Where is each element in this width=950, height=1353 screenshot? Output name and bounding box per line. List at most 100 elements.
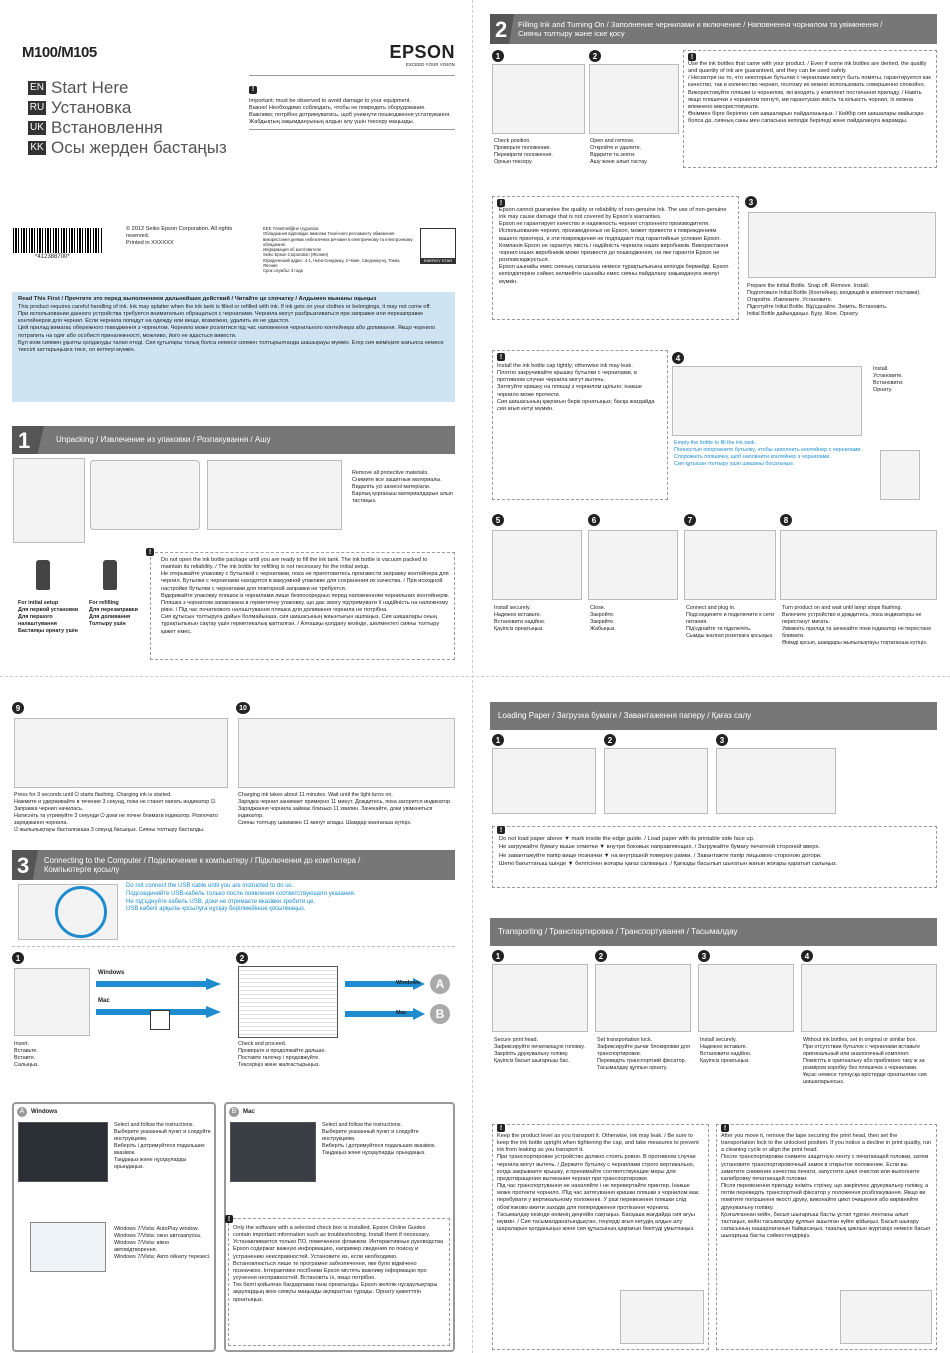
tr-step-1-illustration [492, 964, 588, 1032]
title-uk: UK Встановлення [28, 118, 227, 138]
epson-logo-text: EPSON [389, 42, 455, 62]
step-7-badge: 7 [684, 514, 696, 526]
tr-step-2-badge: 2 [595, 950, 607, 962]
lang-code: UK [28, 121, 46, 135]
step-3-illustration [748, 212, 936, 278]
section-2-badge [490, 14, 514, 44]
printer-illustration [90, 460, 200, 530]
warning-icon: ! [497, 1124, 505, 1132]
read-first-body: This product requires careful handling o… [18, 304, 444, 353]
tr-step-3-text: Install securely. Надежно вставьте. Вста… [700, 1037, 752, 1065]
tr-step-3-illustration [698, 964, 794, 1032]
installer-icon [150, 1010, 170, 1030]
epson-tagline: EXCEED YOUR VISION [405, 62, 455, 67]
mac-installer-screen [230, 1122, 316, 1182]
step-4-text: Empty the bottle to fill the ink tank. П… [674, 440, 862, 468]
step-1-badge: 1 [492, 50, 504, 62]
section-1-number: 1 [18, 428, 31, 453]
lp-step-1-badge: 1 [492, 734, 504, 746]
energy-star-logo: ENERGY STAR [420, 228, 456, 264]
barcode-number: *412388700* [35, 254, 70, 260]
section-1-note-text: Do not open the ink bottle package until… [161, 557, 450, 635]
step-7-illustration [684, 530, 776, 600]
remove-tape-illustration [207, 460, 342, 530]
step-5-illustration [492, 530, 582, 600]
license-dialog [238, 966, 338, 1038]
transporting-header: Transporting / Транспортировка / Транспо… [490, 918, 937, 946]
step-4-illustration [672, 366, 862, 436]
step-9-text: Press for 3 seconds until ⏻ starts flash… [14, 792, 218, 834]
non-genuine-note-text: Epson cannot guarantee the quality or re… [499, 207, 729, 285]
step-3-text: Prepare the Initial Bottle. Snap off. Re… [747, 283, 921, 318]
energy-star-text: ENERGY STAR [421, 258, 455, 263]
step-9-badge: 9 [12, 702, 24, 714]
transport-level-note-text: Keep the product level as you transport … [497, 1133, 699, 1233]
tr-step-1-text: Secure print head. Зафиксируйте печатающ… [494, 1037, 585, 1065]
warning-icon: ! [249, 85, 257, 94]
step-1-illustration [492, 64, 585, 134]
tr-step-1-badge: 1 [492, 950, 504, 962]
remove-tape-illustration [840, 1290, 932, 1344]
step-2-text: Open and remove. Откройте и удалите. Від… [590, 138, 648, 166]
warning-icon: ! [146, 548, 154, 556]
warning-icon: ! [497, 353, 505, 361]
windows-panel-title: Windows [31, 1109, 58, 1115]
section-3-number: 3 [17, 853, 30, 878]
genuine-ink-note: ! Use the ink bottles that came with you… [683, 50, 937, 168]
cap-tight-note: ! Install the ink bottle cap tightly; ot… [492, 350, 668, 500]
read-first-title: Read This First / Прочтите это перед вып… [18, 296, 377, 302]
mac-software-note-text: Only the software with a selected check … [233, 1225, 444, 1303]
remove-materials-text: Remove all protective materials. Снимите… [352, 470, 453, 505]
warning-box: ! Important; must be observed to avoid d… [249, 75, 455, 130]
title-text: Осы жерден бастаңыз [51, 138, 227, 157]
title-en: EN Start Here [28, 78, 227, 98]
section-3-title: Connecting to the Computer / Подключение… [44, 855, 361, 874]
b-arrow [345, 1008, 425, 1020]
step-6-text: Close. Закройте. Закрийте. Жабыңыз. [590, 605, 616, 633]
step-10-illustration [238, 718, 455, 788]
middle-fold-line [0, 676, 950, 677]
windows-label: Windows [98, 970, 125, 976]
mac-label: Mac [98, 998, 110, 1004]
mac-software-note: ! Only the software with a selected chec… [225, 1215, 450, 1346]
eee-text: EEE Yönetmeliğine Uygundur. Обладнання в… [263, 226, 413, 273]
lp-step-3-illustration [716, 748, 836, 814]
step-10-text: Charging ink takes about 11 minutes. Wai… [238, 792, 452, 827]
lp-step-2-illustration [604, 748, 708, 814]
autoplay-window [30, 1222, 106, 1272]
s3-step-2-badge: 2 [236, 952, 248, 964]
windows-installer-screen [18, 1122, 108, 1182]
non-genuine-note: ! Epson cannot guarantee the quality or … [492, 196, 739, 320]
lang-code: EN [28, 81, 46, 95]
box-contents-illustration [13, 458, 85, 543]
ink-bottle-icon [103, 560, 117, 590]
warning-text: Important; must be observed to avoid dam… [249, 98, 451, 126]
lang-code: RU [28, 101, 46, 115]
barcode [13, 228, 103, 253]
step-7-text: Connect and plug in. Подсоедините и подк… [686, 605, 775, 640]
after-move-note-text: After you move it, remove the tape secur… [721, 1133, 932, 1240]
title-text: Встановлення [51, 118, 163, 137]
genuine-ink-note-text: Use the ink bottles that came with your … [688, 61, 931, 125]
step-8-badge: 8 [780, 514, 792, 526]
cap-tight-text: Install the ink bottle cap tightly; othe… [497, 363, 655, 412]
tr-step-2-illustration [595, 964, 691, 1032]
title-text: Start Here [51, 78, 129, 97]
tr-step-3-badge: 3 [698, 950, 710, 962]
mac-panel-header: B Mac [226, 1104, 453, 1120]
windows-panel: A Windows [12, 1102, 216, 1352]
tr-step-2-text: Set transportation lock. Зафиксируйте ры… [597, 1037, 690, 1072]
bottle-cap-illustration [880, 450, 920, 500]
s3-step-2-text: Check and proceed. Проверьте и продолжай… [238, 1041, 326, 1069]
step-2-badge: 2 [589, 50, 601, 62]
model-name: M100/M105 [22, 44, 97, 61]
after-move-note: ! After you move it, remove the tape sec… [716, 1124, 937, 1350]
section-1-note: ! Do not open the ink bottle package unt… [146, 548, 455, 660]
lp-step-1-illustration [492, 748, 596, 814]
ink-bottle-icon [36, 560, 50, 590]
refill-label: For refilling Для перезаправки Для долив… [89, 600, 138, 628]
mac-panel-title: Mac [243, 1109, 255, 1115]
windows-panel-header: A Windows [14, 1104, 214, 1120]
b-badge: B [229, 1107, 239, 1117]
